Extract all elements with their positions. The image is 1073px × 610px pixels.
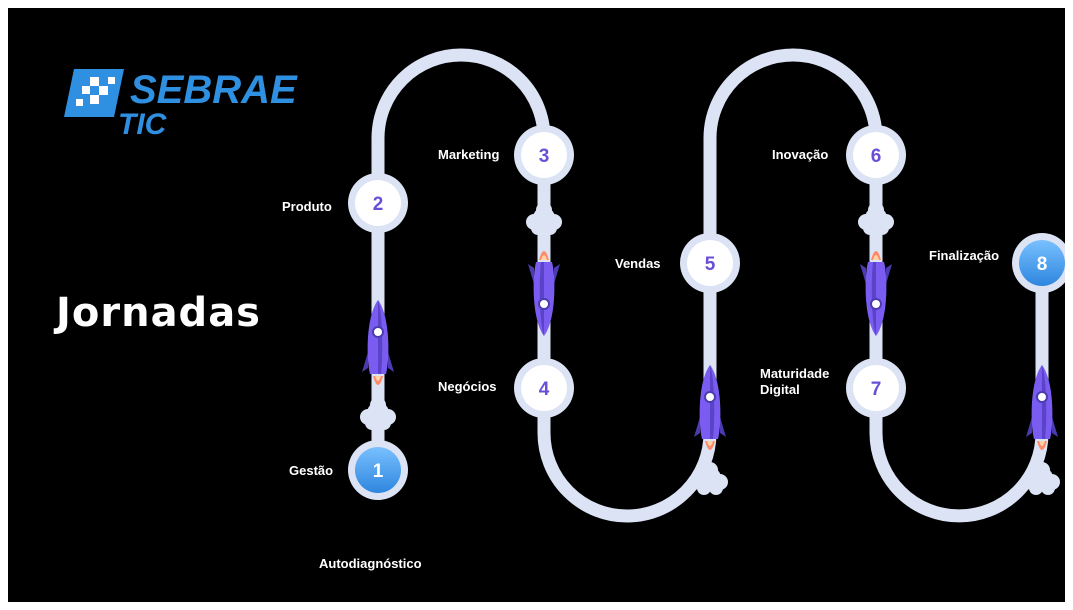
step-number: 3 [539, 146, 550, 167]
step-number: 2 [373, 194, 384, 215]
logo-line1: SEBRAE [130, 68, 297, 112]
rocket-icon [694, 365, 726, 450]
start-label: Autodiagnóstico [319, 556, 422, 571]
step-node-5: 5 [680, 233, 740, 293]
slide: 1 2 3 4 5 6 7 8 SEBRAE TIC Jornadas Gestão Prod… [8, 8, 1065, 602]
step-number: 8 [1037, 254, 1048, 275]
step-number: 7 [871, 379, 882, 400]
logo-line2: TIC [118, 108, 167, 141]
rocket-icon [528, 251, 560, 336]
step-number: 5 [705, 254, 716, 275]
step-node-3: 3 [514, 125, 574, 185]
rocket-icon [860, 251, 892, 336]
page-title: Jornadas [56, 290, 261, 336]
step-label-gestao: Gestão [289, 463, 334, 478]
cloud-icon [858, 202, 894, 235]
step-label-marketing: Marketing [438, 147, 500, 162]
rocket-icon [1026, 365, 1058, 450]
step-node-7: 7 [846, 358, 906, 418]
step-node-6: 6 [846, 125, 906, 185]
journey-diagram: 1 2 3 4 5 6 7 8 [348, 48, 1065, 523]
step-label-vendas: Vendas [615, 256, 661, 271]
cloud-icon [692, 462, 728, 495]
step-label-maturidade: Maturidade Digital [760, 366, 830, 397]
step-label-negocios: Negócios [438, 379, 497, 394]
step-number: 6 [871, 146, 882, 167]
logo: SEBRAE TIC [64, 64, 297, 154]
cloud-icon [1024, 462, 1060, 495]
step-label-produto: Produto [282, 199, 332, 214]
step-label-inovacao: Inovação [772, 147, 829, 162]
logo-mark-icon [64, 69, 124, 117]
step-number: 1 [373, 461, 384, 482]
step-node-1: 1 [348, 440, 408, 500]
step-node-4: 4 [514, 358, 574, 418]
rocket-icon [362, 300, 394, 385]
step-node-2: 2 [348, 173, 408, 233]
step-label-finalizacao: Finalização [929, 248, 1000, 263]
step-number: 4 [539, 379, 550, 400]
cloud-icon [526, 202, 562, 235]
step-node-8: 8 [1012, 233, 1065, 293]
cloud-icon [360, 397, 396, 430]
